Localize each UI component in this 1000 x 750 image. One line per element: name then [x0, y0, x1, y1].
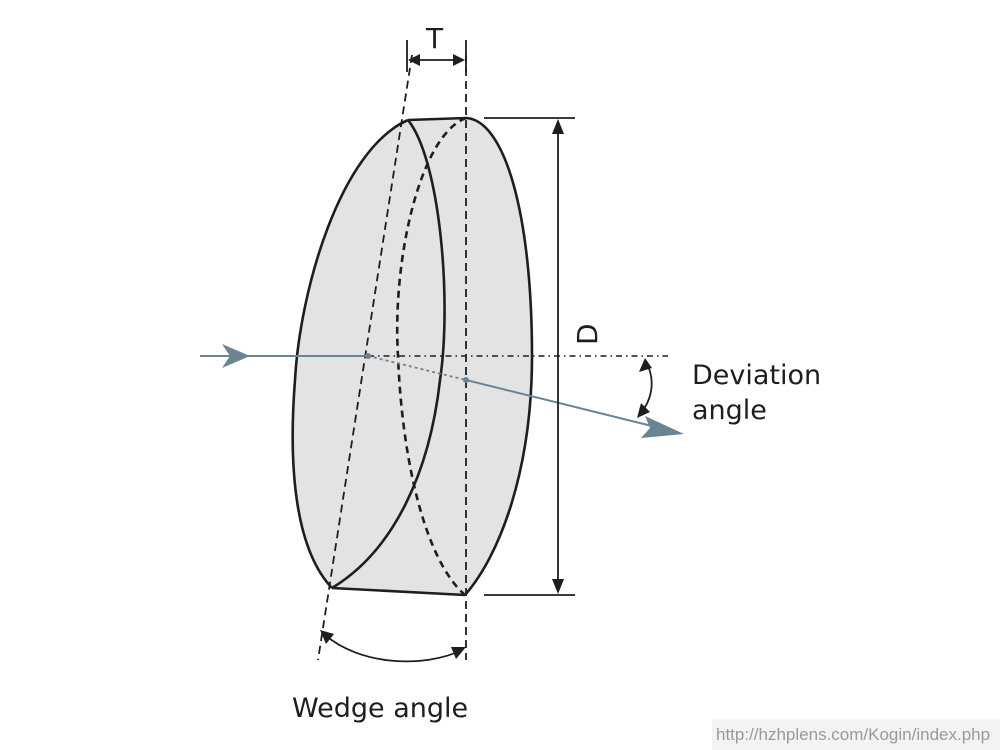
wedge-arrow-right	[451, 647, 466, 659]
back-face-outline	[464, 116, 534, 596]
bottom-edge	[331, 586, 466, 597]
reference-lines	[317, 54, 668, 661]
wedge-arrow-left	[320, 630, 334, 644]
exit-arrowhead	[641, 416, 684, 438]
wedge-prism	[291, 116, 534, 597]
diameter-label: D	[571, 323, 604, 345]
thickness-dimension: T	[406, 22, 467, 72]
beam-inside-prism	[367, 355, 467, 381]
front-face-inner-edge	[331, 119, 446, 590]
deviation-arrow-bottom	[637, 403, 650, 418]
thickness-label: T	[425, 22, 444, 55]
deviation-label-line2: angle	[692, 395, 767, 426]
prism-body	[292, 118, 532, 595]
deviation-label-line1: Deviation	[692, 360, 821, 391]
light-beam	[200, 344, 684, 438]
thickness-arrow-left	[408, 54, 420, 66]
entry-point	[365, 353, 371, 359]
diameter-arrow-top	[552, 119, 564, 134]
front-face-axis-line	[317, 54, 413, 661]
thickness-arrow-right	[453, 54, 465, 66]
wedge-angle-arc	[323, 633, 463, 663]
diameter-arrow-bottom	[552, 579, 564, 594]
back-face-hidden-edge	[395, 116, 467, 596]
wedge-angle-indicator: Wedge angle	[292, 630, 468, 724]
diameter-dimension: D	[484, 117, 604, 596]
exit-beam	[465, 379, 661, 429]
watermark-url: http://hzhplens.com/Kogin/index.php	[712, 719, 1000, 750]
front-face-outline	[291, 118, 409, 589]
deviation-arrow-top	[639, 358, 652, 372]
deviation-angle-indicator: Deviation angle	[637, 358, 821, 426]
incident-arrowhead	[222, 344, 250, 368]
top-edge	[407, 116, 467, 122]
wedge-angle-label: Wedge angle	[292, 693, 468, 724]
